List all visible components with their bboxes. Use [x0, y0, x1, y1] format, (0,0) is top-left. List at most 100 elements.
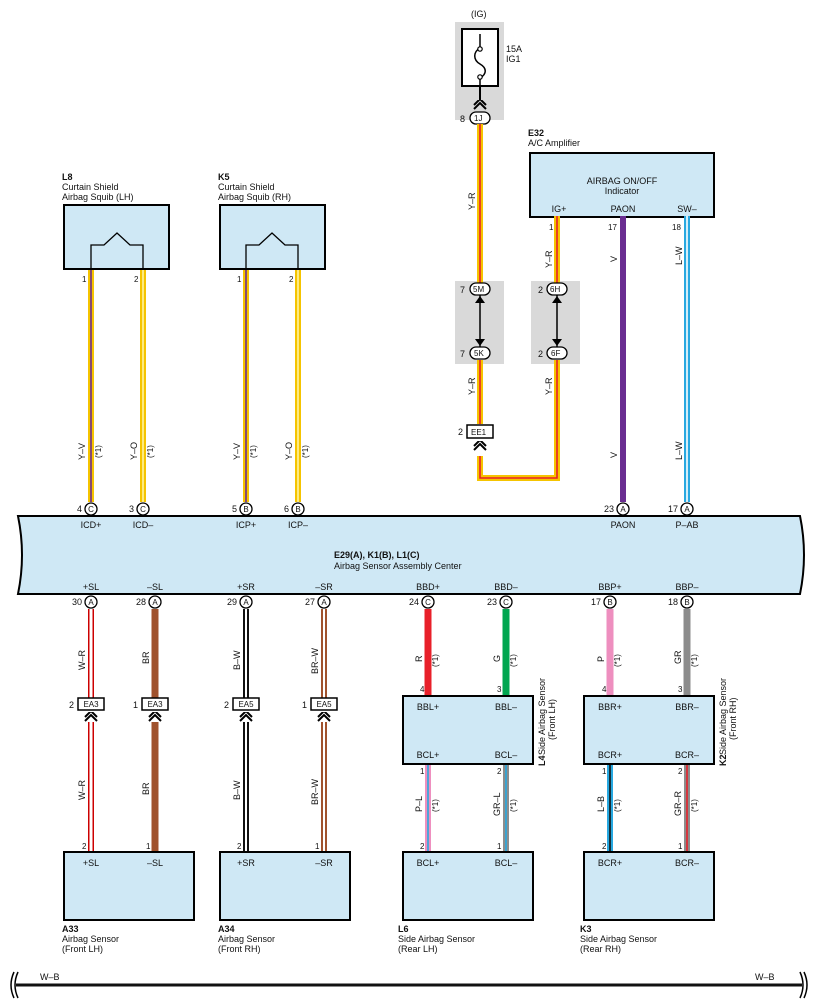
label-r: R: [414, 655, 424, 662]
amp-term-ig: IG+: [552, 204, 567, 214]
wire-gr-r: GR–R (*1): [673, 765, 699, 852]
pin: 2: [82, 842, 87, 851]
center-bottom-terminal: BBP+ B 17: [591, 582, 622, 609]
sensor-a34-box: [219, 851, 351, 921]
squib-rh-pin1: 1: [237, 275, 242, 284]
terminal-pin: 4: [77, 504, 82, 514]
label-gr-l: GR–L: [492, 792, 502, 816]
sensor-code: A33: [62, 924, 79, 934]
terminal-conn: B: [684, 598, 689, 607]
wire-w-r: W–R W–R: [77, 609, 94, 852]
label-w-r: W–R: [77, 780, 87, 801]
label-p-l: P–L: [414, 796, 424, 812]
term: +SL: [83, 858, 99, 868]
terminal-conn: C: [425, 598, 431, 607]
pin: 2: [497, 767, 502, 776]
wire-y-v-rh: Y–V (*1): [232, 270, 258, 502]
side-sensor-front-lh-box: [402, 695, 534, 765]
conn-6f-oval: [546, 346, 568, 360]
term: BCR–: [675, 858, 699, 868]
label-note: (*1): [146, 445, 155, 458]
term: BBR+: [598, 702, 622, 712]
terminal-name: –SR: [315, 582, 333, 592]
center-bottom-terminal: BBD+ C 24: [409, 582, 440, 609]
terminal-name: BBP+: [598, 582, 621, 592]
squib-rh: K5 Curtain Shield Airbag Squib (RH) 1 2: [218, 172, 326, 284]
wire-l-b: L–B (*1): [596, 765, 622, 852]
terminal-name: +SR: [237, 582, 255, 592]
pin: 2: [678, 767, 683, 776]
sensor-a33-box: [63, 851, 195, 921]
side-sensor-front-rh-line2: (Front RH): [728, 697, 738, 740]
label-v-2: V: [609, 452, 619, 458]
ground-label-left: W–B: [40, 972, 60, 982]
terminal-pin: 23: [604, 504, 614, 514]
fuse-element-icon: [474, 34, 486, 86]
pin: 2: [602, 842, 607, 851]
wire-gr: GR (*1): [673, 609, 699, 698]
squib-lh-pin1: 1: [82, 275, 87, 284]
squib-lh: L8 Curtain Shield Airbag Squib (LH) 1 2: [62, 172, 170, 284]
terminal-conn: B: [243, 505, 248, 514]
side-sensor-front-lh: 4 3 BBL+ BBL– BCL+ BCL– 1 2 L4 Side Airb…: [402, 678, 557, 776]
label-g: G: [492, 655, 502, 662]
label-w-r: W–R: [77, 650, 87, 671]
conn-6h-label: 6H: [550, 285, 560, 294]
squib-icon: [245, 232, 299, 269]
pin: 4: [420, 685, 425, 694]
fuse-name: IG1: [506, 54, 521, 64]
connector-chevron-icon: [84, 712, 98, 722]
label-br-w: BR–W: [310, 647, 320, 674]
terminal-name: BBD+: [416, 582, 440, 592]
squib-lh-pin2: 2: [134, 275, 139, 284]
label-note: (*1): [690, 799, 699, 812]
pin: 3: [678, 685, 683, 694]
wire-br: BR BR: [141, 609, 159, 852]
term: BCL+: [417, 858, 440, 868]
term: BBL+: [417, 702, 439, 712]
label-y-r-2: Y–R: [544, 250, 554, 268]
label-y-o: Y–O: [284, 442, 294, 460]
connector-ea5-minus: EA5 1: [302, 697, 338, 722]
connector-chevron-icon: [473, 441, 487, 451]
fuse-amp: 15A: [506, 44, 522, 54]
term: BCL+: [417, 750, 440, 760]
label-note: (*1): [249, 445, 258, 458]
terminal-conn: A: [88, 598, 94, 607]
sensor-k3-box: [583, 851, 715, 921]
side-sensor-front-rh-code: K2: [718, 754, 728, 766]
ground-bus-w-b: W–B W–B: [10, 971, 808, 999]
terminal-pin: 24: [409, 597, 419, 607]
terminal-name: –SL: [147, 582, 163, 592]
term: BCR+: [598, 858, 622, 868]
label-l-w-1: L–W: [674, 246, 684, 265]
pin: 4: [602, 685, 607, 694]
term: –SL: [147, 858, 163, 868]
conn-pin: 1: [302, 700, 307, 710]
center-bottom-terminal: BBP– B 18: [668, 582, 699, 609]
label-br: BR: [141, 782, 151, 795]
terminal-pin: 17: [591, 597, 601, 607]
ac-amplifier: E32 A/C Amplifier AIRBAG ON/OFF Indicato…: [528, 128, 715, 232]
terminal-pin: 23: [487, 597, 497, 607]
airbag-sensor-center: E29(A), K1(B), L1(C) Airbag Sensor Assem…: [16, 502, 805, 609]
ground-label-right: W–B: [755, 972, 775, 982]
conn-5m-label: 5M: [473, 285, 484, 294]
amp-code: E32: [528, 128, 544, 138]
pin: 2: [237, 842, 242, 851]
terminal-name: ICP+: [236, 520, 256, 530]
connector-chevron-icon: [148, 712, 162, 722]
terminal-name: ICD+: [81, 520, 102, 530]
squib-rh-box: [219, 204, 326, 270]
connector-ea3-plus: EA3 2: [69, 697, 105, 722]
conn-label: EA5: [316, 700, 332, 709]
amp-box: [529, 152, 715, 218]
center-bottom-terminal: –SL A 28: [136, 582, 163, 609]
sensor-line1: Airbag Sensor: [218, 934, 275, 944]
conn-6h-pin: 2: [538, 285, 543, 295]
sensor-line2: (Front LH): [62, 944, 103, 954]
conn-ee1-label: EE1: [471, 428, 487, 437]
connector-ea5-plus: EA5 2: [224, 697, 260, 722]
label-y-o: Y–O: [129, 442, 139, 460]
squib-rh-pin2: 2: [289, 275, 294, 284]
